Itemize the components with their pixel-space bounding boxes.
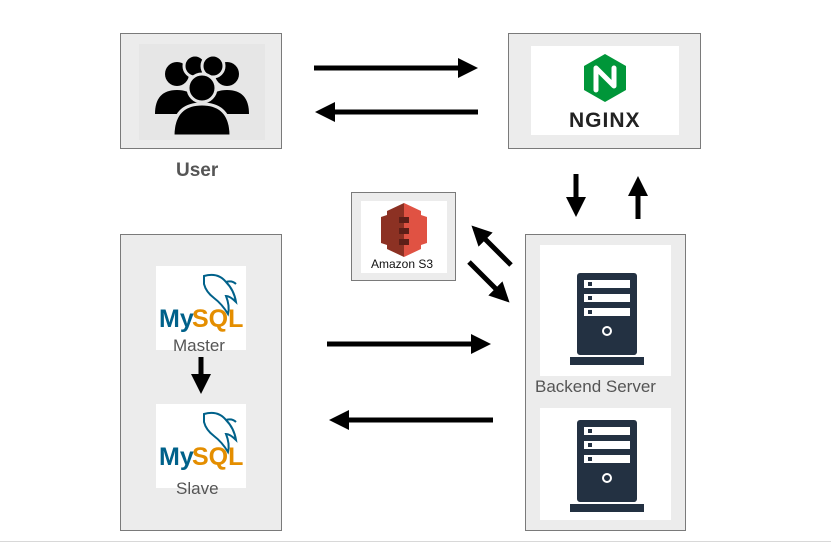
backend-node-box: Backend Server: [525, 234, 686, 531]
mysql-logo-icon: [203, 411, 238, 455]
nginx-logo-panel: NGINX: [531, 46, 679, 135]
s3-node-box: Amazon S3: [351, 192, 456, 281]
arrow-backend-to-s3: [471, 225, 513, 267]
s3-logo-panel: Amazon S3: [361, 201, 447, 273]
nginx-node-box: NGINX: [508, 33, 701, 149]
nginx-logo-text: NGINX: [569, 109, 641, 132]
nginx-logo-icon: [584, 54, 626, 102]
user-label: User: [176, 160, 219, 181]
backend-server-2-panel: [540, 408, 671, 520]
mysql-master-logo-sql: SQL: [192, 305, 244, 333]
user-icon-panel: [139, 44, 265, 140]
amazon-s3-icon: [381, 203, 427, 257]
database-node-box: My SQL Master My SQL Slave: [120, 234, 282, 531]
mysql-master-logo-my: My: [159, 305, 194, 333]
mysql-master-label: Master: [173, 336, 225, 355]
user-node-box: [120, 33, 282, 149]
server-icon: [570, 420, 644, 512]
backend-label: Backend Server: [535, 377, 656, 396]
bottom-divider: [0, 541, 831, 542]
mysql-logo-icon: [203, 273, 238, 317]
mysql-master-logo-panel: My SQL: [156, 266, 246, 350]
backend-server-1-panel: [540, 245, 671, 376]
users-group-icon: [155, 53, 249, 138]
arrow-s3-to-backend: [467, 260, 510, 303]
server-icon: [570, 273, 644, 365]
mysql-slave-logo-panel: My SQL: [156, 404, 246, 488]
mysql-slave-logo-my: My: [159, 443, 194, 471]
mysql-slave-label: Slave: [176, 479, 219, 498]
mysql-slave-logo-sql: SQL: [192, 443, 244, 471]
s3-label: Amazon S3: [371, 257, 434, 271]
